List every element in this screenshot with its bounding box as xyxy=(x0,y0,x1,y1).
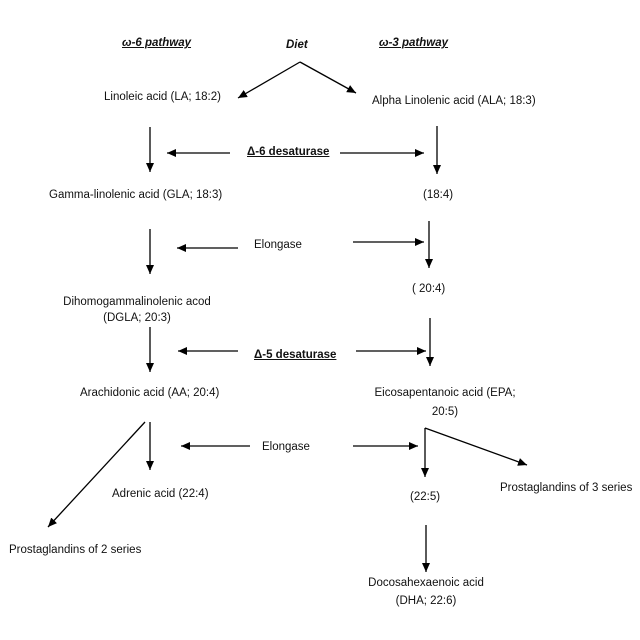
node-epa: Eicosapentanoic acid (EPA; 20:5) xyxy=(360,386,530,420)
node-dha-line2: (DHA; 22:6) xyxy=(395,595,457,607)
diet-label: Diet xyxy=(286,39,308,51)
node-dgla: Dihomogammalinolenic acod (DGLA; 20:3) xyxy=(52,295,222,326)
node-20-4: ( 20:4) xyxy=(412,283,446,295)
enzyme-delta6-desaturase: Δ-6 desaturase xyxy=(247,146,330,158)
enzyme-elongase-2: Elongase xyxy=(262,441,310,453)
omega6-header: ω-6 pathway xyxy=(122,37,192,49)
node-epa-line1: Eicosapentanoic acid (EPA; xyxy=(374,387,516,399)
node-adrenic-acid: Adrenic acid (22:4) xyxy=(112,488,209,500)
enzyme-delta5-desaturase: Δ-5 desaturase xyxy=(254,349,337,361)
node-alpha-linolenic-acid: Alpha Linolenic acid (ALA; 18:3) xyxy=(372,95,536,107)
arrow-diet-to-la xyxy=(237,61,301,99)
node-dgla-line1: Dihomogammalinolenic acod xyxy=(63,296,211,308)
arrow-epa-to-pg3 xyxy=(424,427,528,466)
node-prostaglandins-2-series: Prostaglandins of 2 series xyxy=(9,544,142,556)
node-22-5: (22:5) xyxy=(410,491,441,503)
node-dha: Docosahexaenoic acid (DHA; 22:6) xyxy=(346,576,506,609)
node-prostaglandins-3-series: Prostaglandins of 3 series xyxy=(500,482,633,494)
node-18-4: (18:4) xyxy=(423,189,454,201)
node-linoleic-acid: Linoleic acid (LA; 18:2) xyxy=(104,91,221,103)
node-epa-line2: 20:5) xyxy=(431,406,459,418)
arrow-aa-to-pg2 xyxy=(47,421,146,528)
node-gamma-linolenic-acid: Gamma-linolenic acid (GLA; 18:3) xyxy=(49,189,223,201)
node-dha-line1: Docosahexaenoic acid xyxy=(368,577,484,589)
node-arachidonic-acid: Arachidonic acid (AA; 20:4) xyxy=(80,387,220,399)
enzyme-elongase-1: Elongase xyxy=(254,239,302,251)
omega3-header: ω-3 pathway xyxy=(379,37,449,49)
arrow-diet-to-ala xyxy=(299,61,357,94)
node-dgla-line2: (DGLA; 20:3) xyxy=(103,312,171,324)
